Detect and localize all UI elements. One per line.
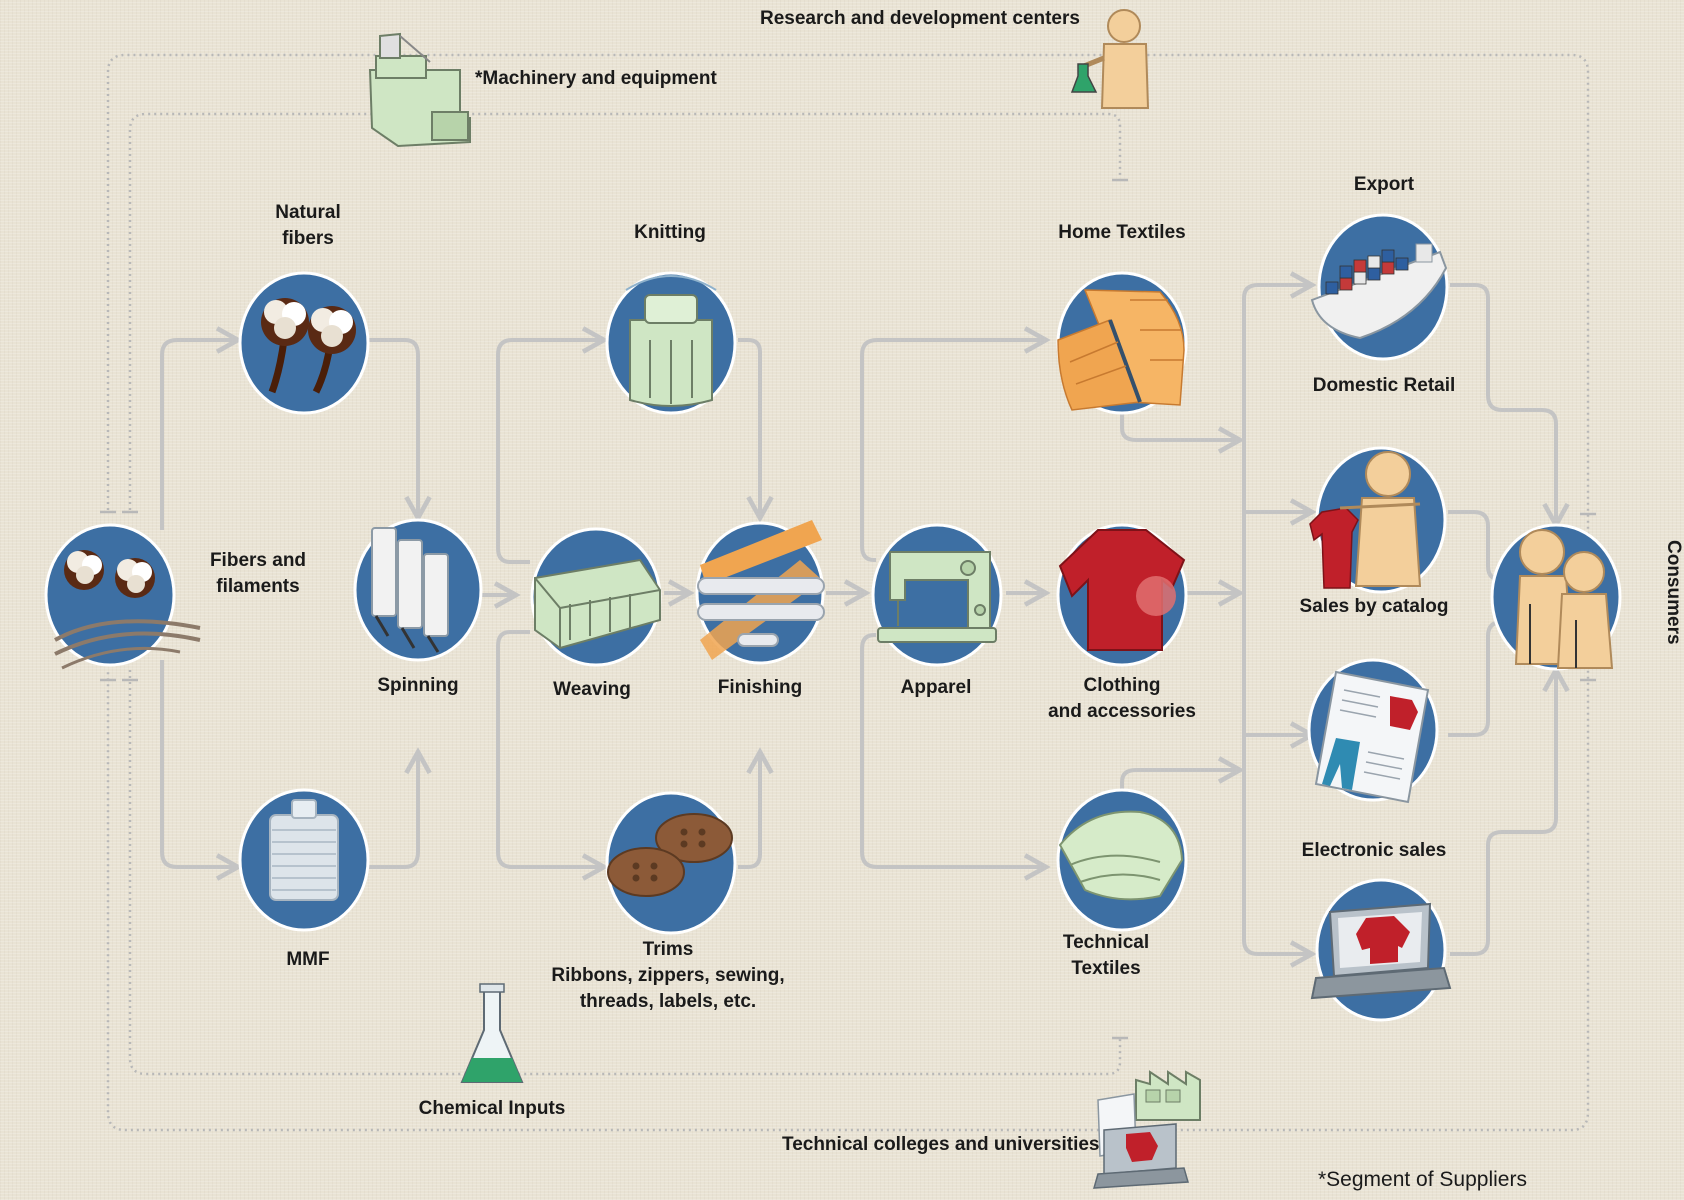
laptop-icon bbox=[1310, 902, 1452, 1000]
college-building-icon bbox=[1092, 1070, 1201, 1189]
catalog-magazine-icon bbox=[1314, 670, 1430, 804]
node-fibers-and-filaments bbox=[44, 523, 201, 670]
apparel-label: Apparel bbox=[900, 677, 972, 698]
technical-textiles-label: Technical Textiles bbox=[1056, 930, 1156, 982]
node-electronic-sales bbox=[1310, 878, 1452, 1022]
node-sales-by-catalog bbox=[1307, 658, 1439, 804]
cargo-ship-icon bbox=[1310, 243, 1448, 340]
trims-label: Trims Ribbons, zippers, sewing, threads,… bbox=[548, 937, 788, 1015]
node-consumers bbox=[1490, 523, 1622, 671]
arrow-trims-to-finishing bbox=[738, 752, 760, 869]
sales-by-catalog-label: Sales by catalog bbox=[1299, 596, 1449, 617]
arrow-fibers-to-natural bbox=[160, 340, 238, 530]
arrow-natural-to-spinning bbox=[368, 338, 418, 518]
node-apparel bbox=[871, 523, 1003, 667]
arrow-export-to-consumers bbox=[1450, 283, 1556, 525]
spinning-label: Spinning bbox=[377, 675, 459, 696]
sewing-machine-icon bbox=[877, 551, 997, 643]
technical-textiles-line-2: Textiles bbox=[1071, 958, 1141, 979]
chemical-flask-icon bbox=[460, 983, 524, 1083]
inner-support-loop-bottom bbox=[128, 670, 1122, 1076]
node-clothing bbox=[1056, 523, 1188, 667]
arrow-knitting-to-finishing bbox=[738, 338, 760, 518]
buttons-icon bbox=[607, 813, 733, 897]
weaving-label: Weaving bbox=[553, 679, 631, 700]
domestic-retail-label: Domestic Retail bbox=[1312, 375, 1456, 396]
person-with-shirt-icon bbox=[1309, 451, 1422, 589]
home-textiles-label: Home Textiles bbox=[1058, 222, 1186, 243]
arrow-mmf-to-spinning bbox=[368, 752, 418, 869]
machinery-equipment-icon bbox=[368, 32, 471, 148]
rd-centers-label: Research and development centers bbox=[760, 8, 1080, 29]
export-label: Export bbox=[1353, 174, 1415, 195]
finishing-label: Finishing bbox=[717, 677, 803, 698]
fibers-filaments-line-1: Fibers and bbox=[209, 550, 307, 571]
node-home-textiles bbox=[1056, 271, 1188, 415]
flow-arrows bbox=[160, 283, 1556, 956]
trims-line-3: threads, labels, etc. bbox=[579, 991, 757, 1012]
arrow-fibers-to-mmf bbox=[160, 660, 238, 867]
folded-fabric-icon bbox=[1058, 810, 1184, 901]
node-export bbox=[1310, 213, 1449, 361]
node-technical-textiles bbox=[1056, 788, 1188, 932]
node-natural-fibers bbox=[238, 271, 370, 415]
yarn-spool-icon bbox=[269, 799, 339, 901]
natural-fibers-line-1: Natural bbox=[275, 202, 341, 223]
folded-wood-textile-icon bbox=[1057, 289, 1185, 411]
arrow-apparel-to-technical bbox=[860, 633, 1046, 867]
technical-textiles-line-1: Technical bbox=[1062, 932, 1150, 953]
clothing-line-1: Clothing bbox=[1083, 675, 1161, 696]
consumers-label: Consumers bbox=[1663, 540, 1684, 645]
researcher-icon bbox=[1070, 9, 1150, 109]
channel-bus bbox=[1242, 285, 1312, 298]
knitting-label: Knitting bbox=[634, 222, 706, 243]
arrow-apparel-to-home bbox=[860, 340, 1046, 562]
node-spinning bbox=[353, 518, 483, 662]
cotton-plant-icon bbox=[261, 298, 356, 394]
trims-line-2: Ribbons, zippers, sewing, bbox=[551, 965, 785, 986]
cotton-bolls-icon bbox=[54, 550, 201, 670]
arrow-spinning-to-knitting bbox=[496, 340, 604, 564]
arrow-electronic-to-consumers bbox=[1450, 670, 1556, 956]
fibers-filaments-label: Fibers and filaments bbox=[208, 548, 308, 600]
node-finishing bbox=[695, 520, 825, 665]
natural-fibers-line-2: fibers bbox=[282, 228, 334, 249]
two-people-icon bbox=[1514, 529, 1614, 669]
node-domestic-retail bbox=[1309, 446, 1447, 594]
arrow-spinning-to-trims bbox=[496, 630, 604, 867]
red-shirt-icon bbox=[1058, 529, 1186, 651]
machinery-equipment-label: *Machinery and equipment bbox=[475, 68, 717, 89]
colleges-label: Technical colleges and universities bbox=[782, 1134, 1100, 1155]
clothing-accessories-label: Clothing and accessories bbox=[1032, 673, 1212, 725]
knitting-machine-icon bbox=[625, 275, 717, 407]
electronic-sales-label: Electronic sales bbox=[1301, 840, 1447, 861]
natural-fibers-label: Natural fibers bbox=[258, 200, 358, 252]
weaving-loom-icon bbox=[534, 558, 661, 650]
clothing-line-2: and accessories bbox=[1048, 701, 1196, 722]
trims-line-1: Trims bbox=[642, 939, 694, 960]
arrow-home-to-channels bbox=[1120, 412, 1240, 440]
fibers-filaments-line-2: filaments bbox=[216, 576, 300, 597]
chemical-inputs-label: Chemical Inputs bbox=[418, 1098, 566, 1119]
node-weaving bbox=[530, 527, 662, 667]
node-mmf bbox=[238, 788, 370, 932]
finishing-rollers-icon bbox=[697, 520, 825, 660]
mmf-label: MMF bbox=[286, 949, 330, 970]
arrow-technical-to-channels bbox=[1120, 770, 1240, 795]
node-knitting bbox=[605, 271, 737, 415]
outer-support-loop bbox=[106, 53, 1590, 1132]
spinning-bobbins-icon bbox=[371, 527, 449, 653]
supplier-footnote: *Segment of Suppliers bbox=[1318, 1168, 1527, 1191]
supplier-loops bbox=[100, 53, 1596, 1132]
node-trims bbox=[605, 791, 737, 935]
